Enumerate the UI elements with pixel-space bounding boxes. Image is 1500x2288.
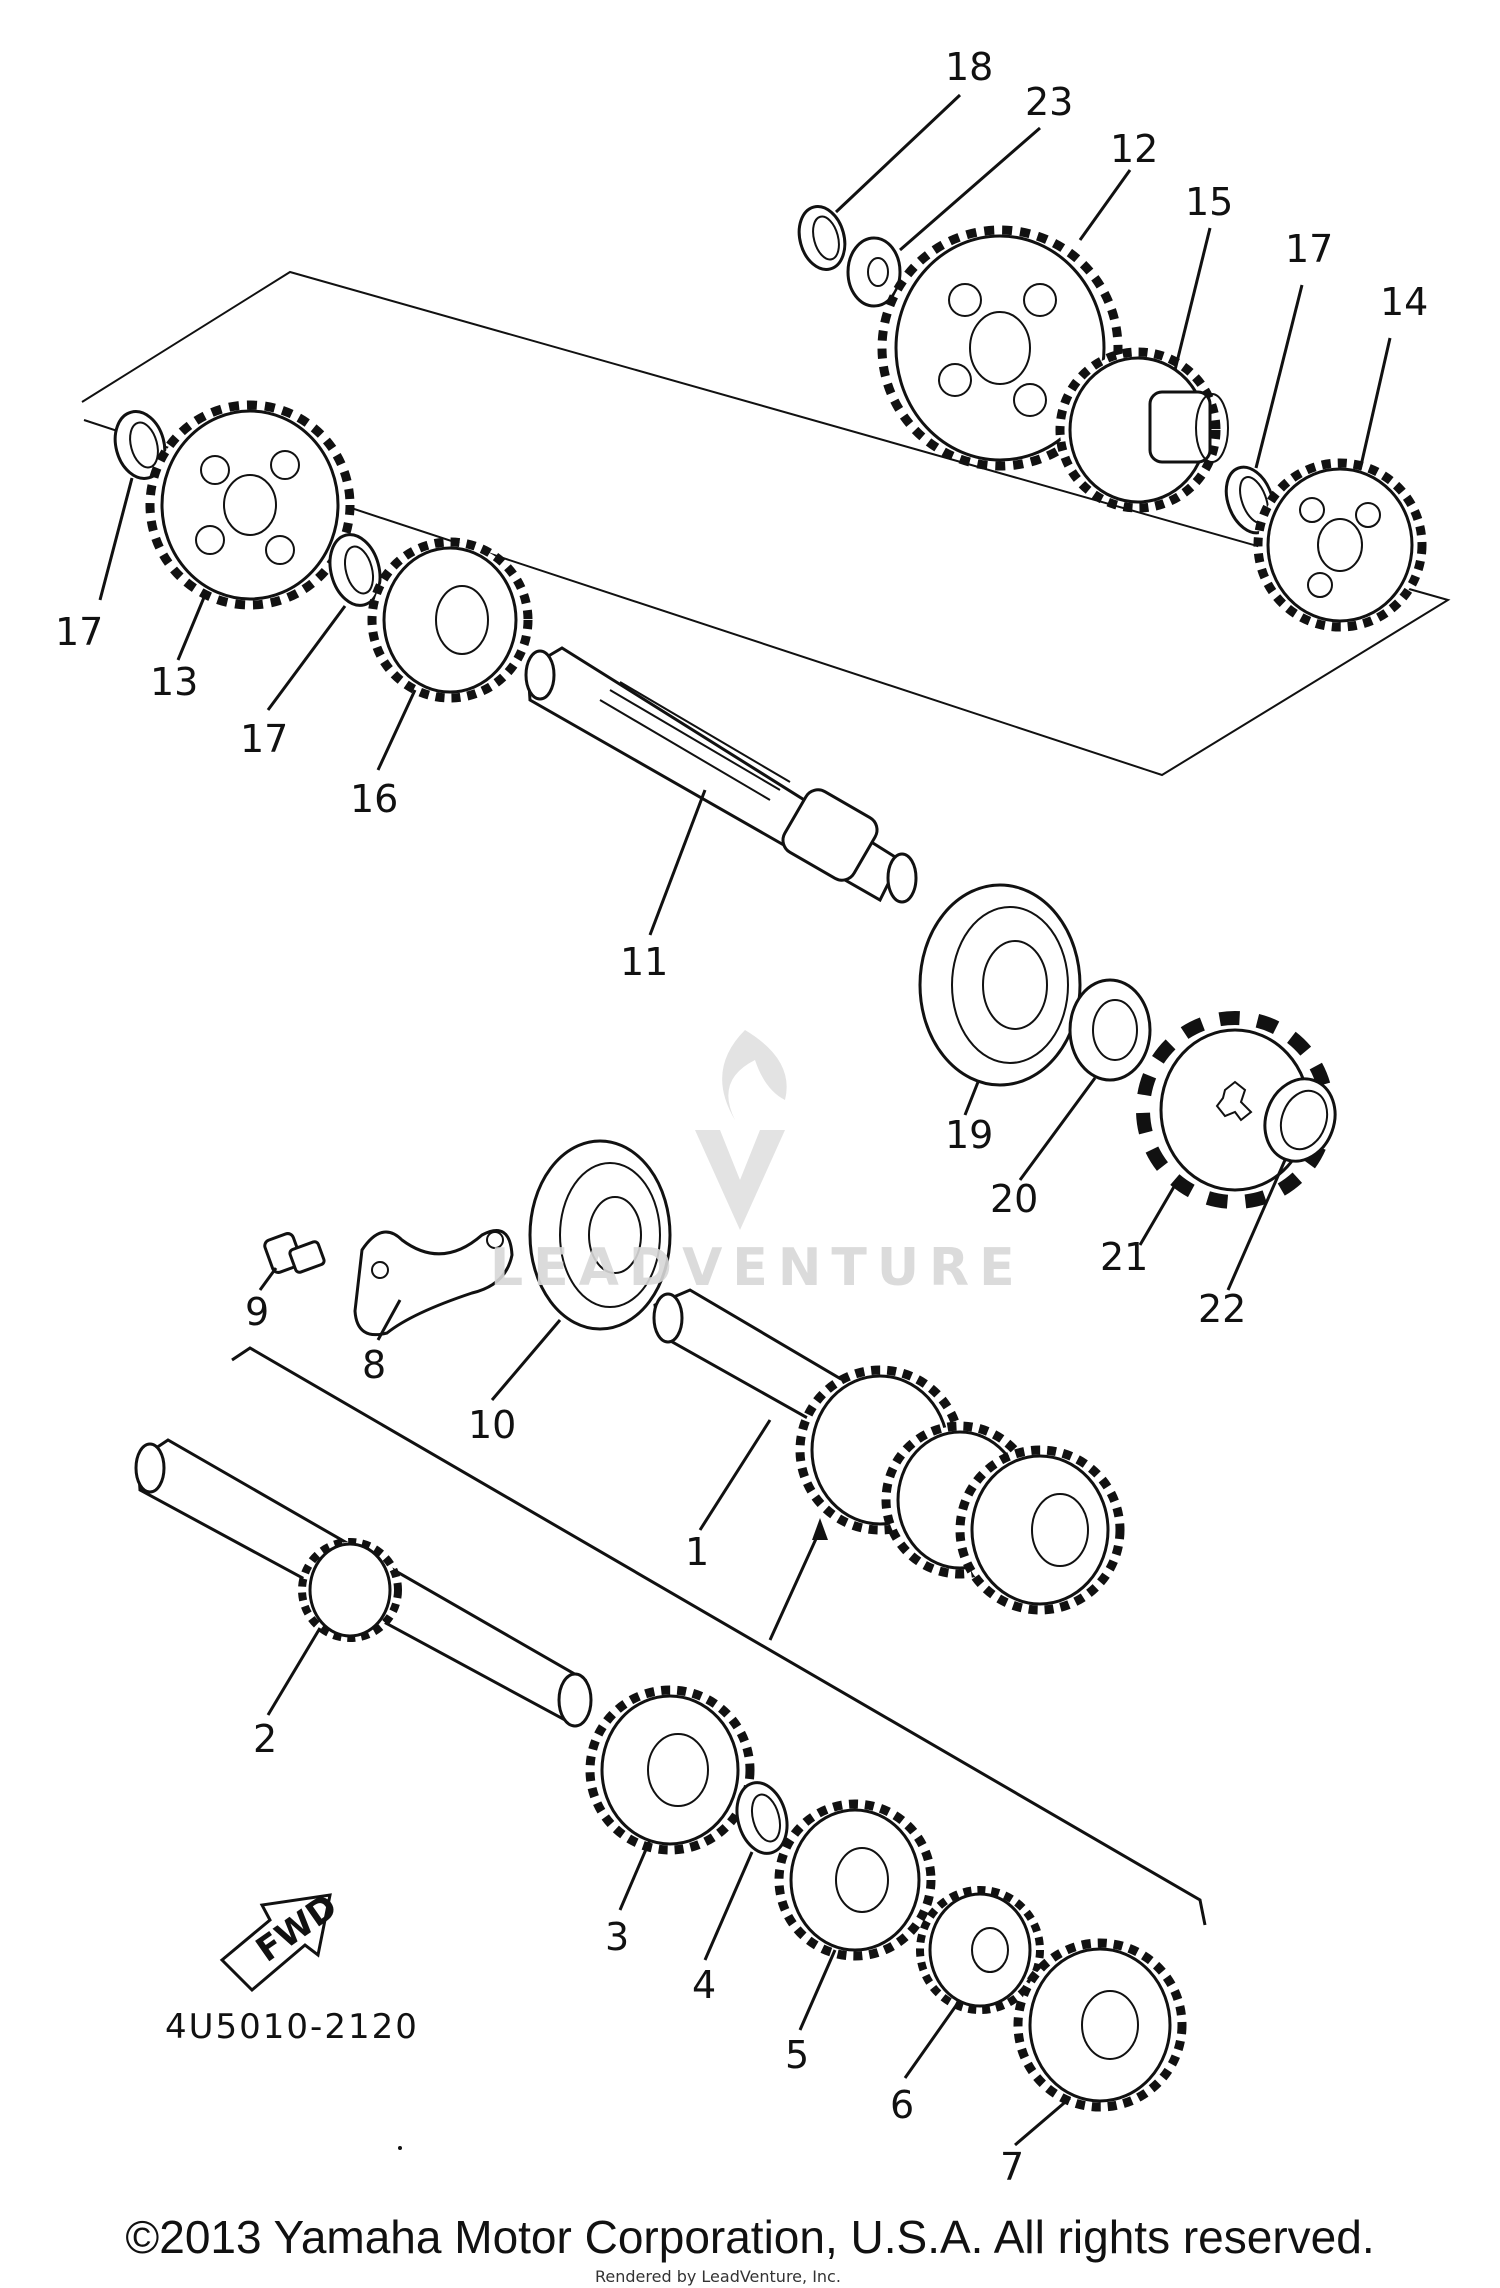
callout-9: 9 <box>245 1290 269 1334</box>
callout-1: 1 <box>685 1530 709 1574</box>
gear-6 <box>916 1886 1044 2014</box>
gear-15 <box>1055 347 1229 513</box>
callout-8: 8 <box>362 1343 386 1387</box>
leader-13 <box>176 594 207 661</box>
callout-13: 13 <box>150 660 198 704</box>
bearing-19 <box>918 883 1082 1087</box>
leader-22 <box>1226 1159 1287 1291</box>
stray-dot <box>398 2146 402 2150</box>
callout-21: 21 <box>1100 1235 1148 1279</box>
callout-6: 6 <box>890 2083 914 2127</box>
render-credit: Rendered by LeadVenture, Inc. <box>595 2267 841 2286</box>
callout-12: 12 <box>1110 127 1158 171</box>
callout-16: 16 <box>350 777 398 821</box>
circlip-22 <box>1263 1077 1337 1163</box>
main-axle-11 <box>524 646 918 904</box>
copyright-notice: ©2013 Yamaha Motor Corporation, U.S.A. A… <box>125 2211 1375 2263</box>
callout-14: 14 <box>1380 280 1428 324</box>
circlip-17-middle <box>328 533 382 607</box>
leader-18 <box>834 93 962 214</box>
leader-17a <box>1254 284 1304 469</box>
leader-4 <box>703 1851 754 1961</box>
leader-15 <box>1173 227 1212 371</box>
gear-16 <box>367 537 533 703</box>
leader-14 <box>1358 337 1392 471</box>
oil-seal-20 <box>1068 978 1152 1082</box>
leader-10 <box>490 1319 562 1401</box>
callout-23: 23 <box>1025 80 1073 124</box>
callout-2: 2 <box>253 1717 277 1761</box>
callout-18: 18 <box>945 45 993 89</box>
callout-10: 10 <box>468 1403 516 1447</box>
callout-15: 15 <box>1185 180 1233 224</box>
callout-4: 4 <box>692 1963 716 2007</box>
callout-17c: 17 <box>240 717 288 761</box>
leader-3 <box>618 1839 652 1911</box>
callout-5: 5 <box>785 2033 809 2077</box>
washer-23 <box>846 236 902 308</box>
leader-7 <box>1014 2096 1071 2147</box>
leader-6 <box>903 1999 962 2079</box>
bracket-arrowhead <box>812 1518 828 1540</box>
leader-21 <box>1138 1184 1177 1246</box>
assembly-boundary-upper <box>81 270 1451 777</box>
watermark-text: LEADVENTURE <box>490 1238 1025 1298</box>
leader-1 <box>698 1419 772 1531</box>
gear-12 <box>877 225 1123 471</box>
callout-7: 7 <box>1000 2145 1024 2189</box>
leader-17b <box>98 477 134 601</box>
leader-19 <box>963 1081 980 1116</box>
leader-20 <box>1018 1077 1097 1181</box>
gear-3 <box>585 1685 755 1855</box>
callout-19: 19 <box>945 1113 993 1157</box>
leader-11 <box>648 789 707 936</box>
diagram-part-code: 4U5010-2120 <box>165 2007 419 2047</box>
leadventure-watermark: LEADVENTURE <box>490 1030 1025 1298</box>
leader-16 <box>376 689 417 771</box>
circlip-17-left <box>113 410 167 480</box>
bearing-10 <box>528 1139 672 1331</box>
circlip-4 <box>735 1781 789 1855</box>
assembly-bracket-lower <box>231 1346 1207 1926</box>
leader-17c <box>266 605 347 711</box>
leader-9 <box>258 1267 278 1291</box>
circlip-18 <box>797 205 847 271</box>
callout-17b: 17 <box>55 610 103 654</box>
leader-2 <box>266 1627 322 1716</box>
leader-5 <box>798 1949 837 2031</box>
gear-5 <box>774 1799 936 1961</box>
bolt-9 <box>263 1232 326 1274</box>
leader-23 <box>899 126 1041 252</box>
gear-14 <box>1253 458 1427 632</box>
bracket-pointer <box>768 1529 822 1641</box>
gear-7 <box>1013 1938 1187 2112</box>
gear-13 <box>145 400 355 610</box>
leader-12 <box>1078 169 1132 241</box>
callout-22: 22 <box>1198 1287 1246 1331</box>
axle-2 <box>134 1438 593 1728</box>
drive-axle-1 <box>652 1288 1125 1615</box>
callout-3: 3 <box>605 1915 629 1959</box>
leader-8 <box>376 1299 402 1341</box>
callout-20: 20 <box>990 1177 1038 1221</box>
forward-arrow-icon: FWD <box>219 1887 345 1993</box>
callout-17a: 17 <box>1285 227 1333 271</box>
callout-11: 11 <box>620 940 668 984</box>
stopper-plate-8 <box>353 1229 514 1337</box>
